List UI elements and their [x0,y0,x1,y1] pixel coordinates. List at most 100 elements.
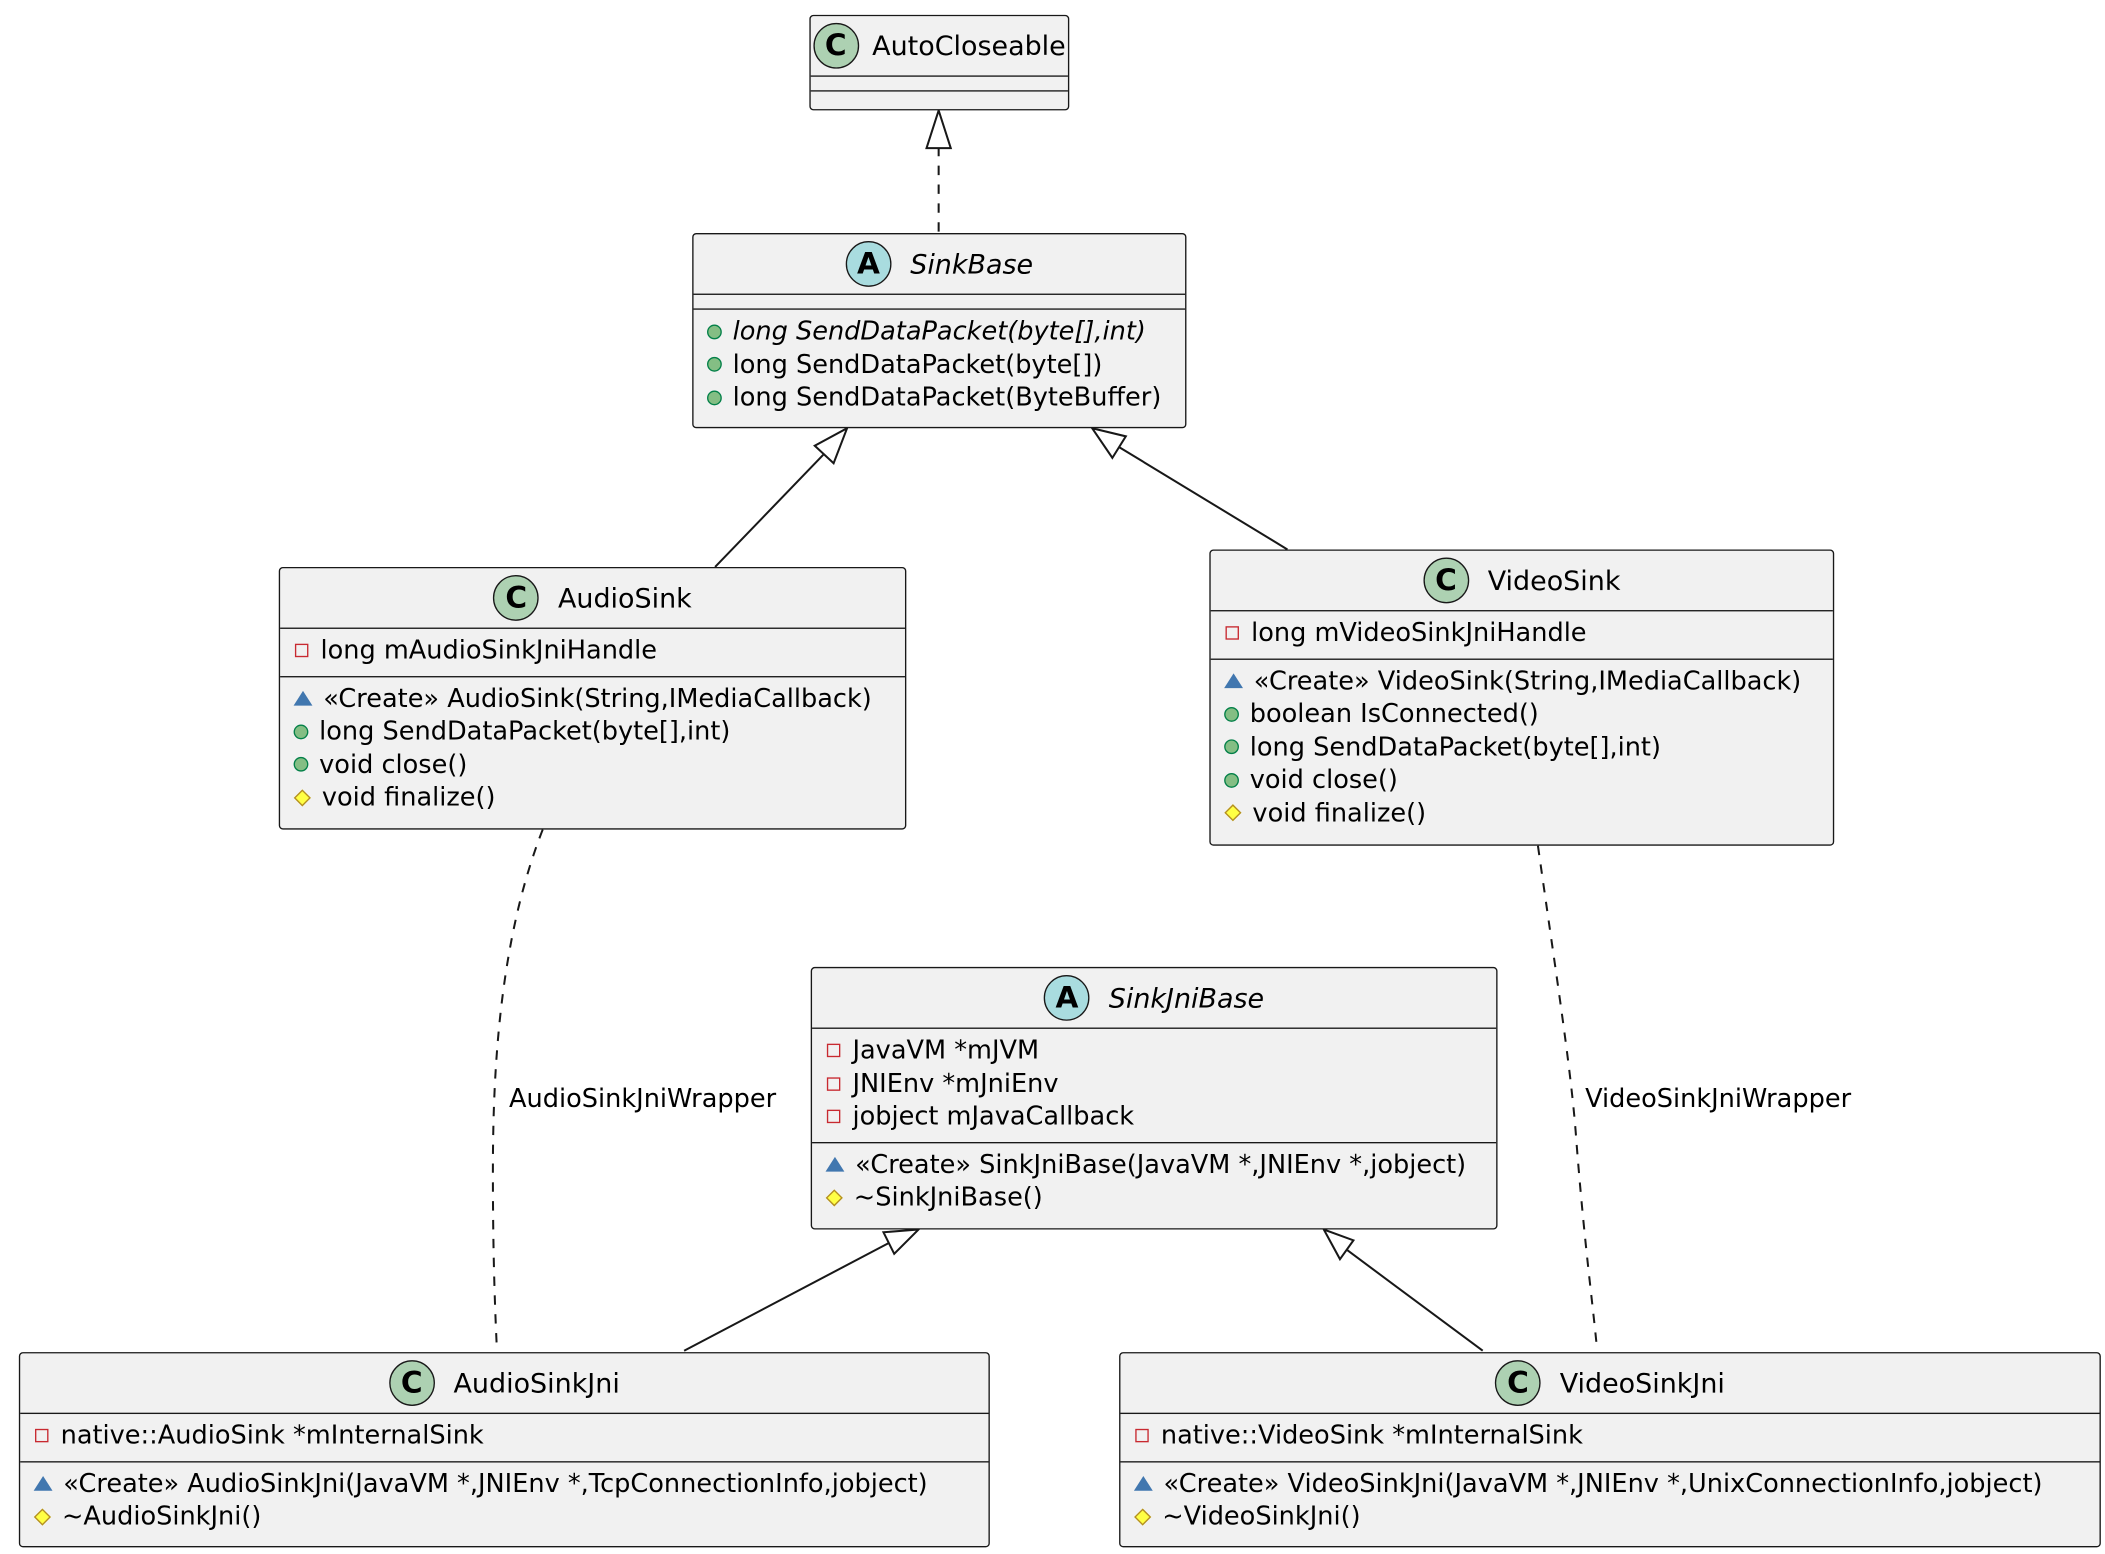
field-row: JNIEnv *mJniEnv [812,1067,1496,1100]
public-visibility-icon [1224,739,1239,755]
method-row: «Create» SinkJniBase(JavaVM *,JNIEnv *,j… [812,1148,1496,1181]
method-row: «Create» AudioSinkJni(JavaVM *,JNIEnv *,… [20,1467,988,1500]
method-row: void close() [1211,764,1833,797]
inheritance-arrowhead [1089,426,1128,460]
edge-label-audio-wrapper: AudioSinkJniWrapper [509,1084,777,1114]
method-signature: void close() [1249,765,1398,795]
inheritance-arrowhead [881,1228,922,1256]
private-visibility-icon [294,644,309,658]
class-audiosinkjni[interactable]: C AudioSinkJni native::AudioSink *mInter… [18,1352,990,1548]
method-row: ~SinkJniBase() [812,1181,1496,1214]
public-visibility-icon [707,390,722,406]
field-signature: long mAudioSinkJniHandle [320,635,658,666]
private-visibility-icon [826,1077,841,1091]
class-autocloseable[interactable]: C AutoCloseable [809,14,1070,111]
inheritance-edge [714,453,825,568]
dependency-edge [491,829,544,1351]
class-sinkbase[interactable]: A SinkBase long SendDataPacket(byte[],in… [692,232,1187,429]
methods-section: «Create» VideoSinkJni(JavaVM *,JNIEnv *,… [1120,1460,2100,1541]
edge-label-video-wrapper: VideoSinkJniWrapper [1585,1084,1852,1114]
method-row: long SendDataPacket(byte[],int) [280,715,905,748]
class-kind-icon: C [493,575,540,621]
class-name: SinkBase [910,247,1034,281]
method-signature: «Create» SinkJniBase(JavaVM *,JNIEnv *,j… [855,1149,1467,1180]
public-visibility-icon [1224,706,1239,722]
method-row: void finalize() [1211,797,1833,830]
fields-section: JavaVM *mJVM JNIEnv *mJniEnv jobject mJa… [812,1027,1497,1142]
method-signature: «Create» AudioSink(String,IMediaCallback… [323,683,872,714]
public-visibility-icon [707,357,722,373]
public-visibility-icon [1224,772,1239,788]
method-signature: «Create» VideoSinkJni(JavaVM *,JNIEnv *,… [1163,1468,2043,1499]
methods-section: «Create» VideoSink(String,IMediaCallback… [1210,657,1833,838]
inheritance-edge [1346,1248,1484,1352]
method-row: void finalize() [280,781,905,814]
protected-visibility-icon [33,1508,51,1526]
class-header: A SinkBase [694,234,1186,293]
package-visibility-icon [1133,1476,1153,1492]
method-row: long SendDataPacket(ByteBuffer) [694,381,1186,414]
class-header: A SinkJniBase [812,968,1496,1027]
method-row: «Create» VideoSink(String,IMediaCallback… [1211,665,1833,698]
class-kind-icon: C [812,22,859,69]
class-name: AudioSinkJni [453,1366,620,1400]
field-signature: native::VideoSink *mInternalSink [1160,1421,1583,1451]
class-videosink[interactable]: C VideoSink long mVideoSinkJniHandle «Cr… [1209,549,1835,846]
private-visibility-icon [826,1110,841,1124]
method-signature: long SendDataPacket(byte[],int) [1249,732,1661,762]
protected-visibility-icon [293,789,311,807]
method-signature: void finalize() [321,782,496,813]
method-signature: ~SinkJniBase() [853,1182,1043,1213]
class-name: AutoCloseable [872,29,1066,62]
class-videosinkjni[interactable]: C VideoSinkJni native::VideoSink *mInter… [1119,1352,2101,1548]
method-row: ~AudioSinkJni() [20,1500,988,1533]
method-signature: «Create» AudioSinkJni(JavaVM *,JNIEnv *,… [63,1468,928,1499]
class-sinkjnibase[interactable]: A SinkJniBase JavaVM *mJVM JNIEnv *mJniE… [810,966,1498,1230]
field-row: long mVideoSinkJniHandle [1211,617,1833,650]
class-header: C AudioSinkJni [20,1353,988,1412]
method-signature: boolean IsConnected() [1249,699,1539,729]
method-signature: «Create» VideoSink(String,IMediaCallback… [1253,666,1802,696]
class-kind-icon: C [1423,557,1469,604]
abstract-kind-icon: A [1044,975,1090,1021]
dependency-edge [1536,845,1599,1351]
protected-visibility-icon [825,1188,843,1207]
field-row: long mAudioSinkJniHandle [280,634,905,667]
methods-section: «Create» AudioSink(String,IMediaCallback… [280,675,905,822]
method-signature: long SendDataPacket(byte[]) [732,349,1103,380]
field-row: native::VideoSink *mInternalSink [1120,1419,2099,1452]
class-name: VideoSink [1487,564,1621,597]
fields-section: long mVideoSinkJniHandle [1210,610,1833,658]
class-name: VideoSinkJni [1559,1366,1725,1400]
class-header: C VideoSink [1211,551,1833,610]
method-signature: ~VideoSinkJni() [1162,1501,1361,1532]
method-signature: void close() [319,749,468,780]
class-audiosink[interactable]: C AudioSink long mAudioSinkJniHandle «Cr… [278,566,907,830]
class-name: SinkJniBase [1108,981,1265,1015]
class-header: C VideoSinkJni [1120,1353,2099,1412]
class-kind-icon: C [388,1360,435,1406]
package-visibility-icon [33,1476,53,1492]
method-row: boolean IsConnected() [1211,698,1833,731]
fields-section [693,293,1186,309]
field-signature: JavaVM *mJVM [852,1035,1040,1066]
package-visibility-icon [825,1157,845,1172]
fields-section: native::AudioSink *mInternalSink [20,1412,989,1461]
methods-section: «Create» AudioSinkJni(JavaVM *,JNIEnv *,… [20,1460,989,1541]
class-header: C AutoCloseable [811,16,1068,75]
field-row: jobject mJavaCallback [812,1100,1496,1133]
inheritance-arrowhead [1321,1227,1356,1262]
field-signature: jobject mJavaCallback [852,1101,1135,1132]
abstract-kind-icon: A [845,241,892,287]
public-visibility-icon [293,757,309,772]
package-visibility-icon [293,691,313,707]
method-signature: long SendDataPacket(byte[],int) [319,716,731,747]
method-row: long SendDataPacket(byte[],int) [694,315,1186,348]
inheritance-edge [683,1242,890,1352]
inheritance-edge [1118,446,1288,551]
public-visibility-icon [707,324,722,340]
inheritance-arrowhead [813,426,849,466]
private-visibility-icon [1225,626,1239,641]
field-row: JavaVM *mJVM [812,1034,1496,1067]
method-signature: void finalize() [1252,798,1427,828]
